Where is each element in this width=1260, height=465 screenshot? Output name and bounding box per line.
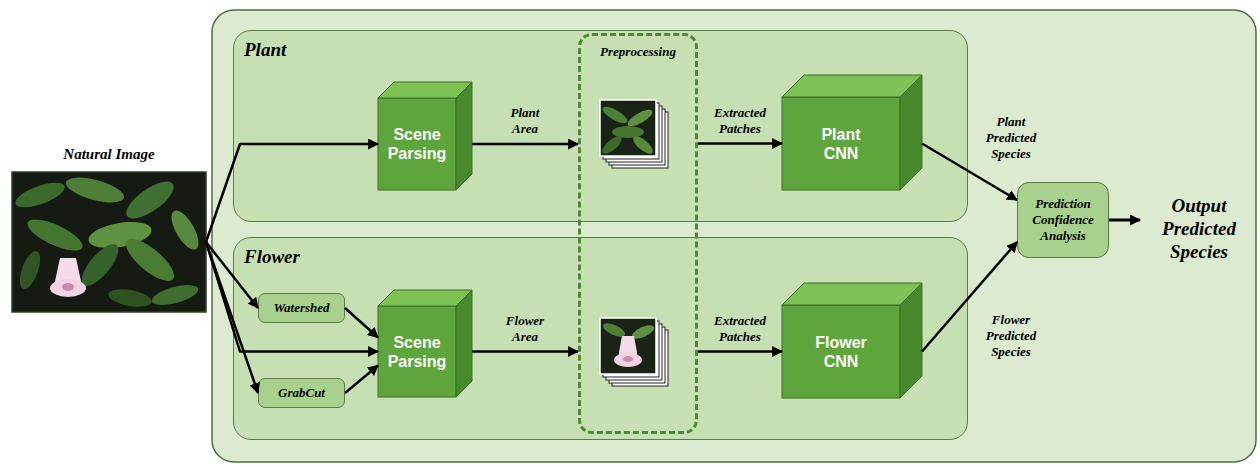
image-node: Natural Image <box>12 145 206 313</box>
svg-ellipse <box>166 206 204 253</box>
svg-ellipse <box>62 283 74 291</box>
svg-ellipse <box>150 281 201 309</box>
cube-label: Plant CNN <box>806 125 876 163</box>
process-cube: Plant CNN <box>782 75 922 190</box>
cube-face: Scene Parsing <box>378 306 456 397</box>
output-label: Output Predicted Species <box>1146 194 1252 263</box>
edge-label-holder: Plant Predicted Species <box>974 114 1048 162</box>
edge-label: Plant Predicted Species <box>974 114 1048 162</box>
connector-arrow <box>698 350 782 353</box>
edge-label: Flower Predicted Species <box>974 312 1048 360</box>
process-cube: Scene Parsing <box>378 82 472 190</box>
svg-ellipse <box>600 133 625 156</box>
cube-front <box>378 306 456 397</box>
edge-label: Extracted Patches <box>702 313 778 345</box>
edge-label: Plant Area <box>497 105 553 137</box>
edge-label: Flower Area <box>497 313 553 345</box>
edge-label-holder: Flower Predicted Species <box>974 312 1048 360</box>
process-box: Prediction Confidence Analysis <box>1017 182 1109 258</box>
cube-side <box>456 290 472 397</box>
cube-label: Scene Parsing <box>378 333 456 371</box>
output-label-holder: Output Predicted Species <box>1146 194 1252 263</box>
box-label: GrabCut <box>278 385 325 401</box>
cube-face: Flower CNN <box>782 305 900 398</box>
cube-side <box>456 82 472 190</box>
svg-ellipse <box>600 104 629 127</box>
box-label: Prediction Confidence Analysis <box>1023 196 1103 244</box>
svg-ellipse <box>631 133 656 156</box>
svg-ellipse <box>16 248 45 291</box>
cube-side <box>900 75 922 190</box>
process-cube: Scene Parsing <box>378 290 472 397</box>
process-cube: Flower CNN <box>782 283 922 398</box>
flower-patch-stack <box>600 318 668 386</box>
cube-face: Scene Parsing <box>378 98 456 190</box>
panel-heading: Plant <box>244 39 286 61</box>
outer-frame <box>212 10 1256 462</box>
cube-side <box>900 283 922 398</box>
edge-label: Extracted Patches <box>702 105 778 137</box>
svg-ellipse <box>623 356 633 362</box>
panel-heading: Flower <box>244 246 300 268</box>
cube-front <box>378 98 456 190</box>
svg-ellipse <box>121 175 179 225</box>
edge-label-holder: Flower Area <box>497 313 553 345</box>
svg-ellipse <box>614 353 642 367</box>
cube-label: Scene Parsing <box>378 125 456 163</box>
svg-ellipse <box>12 178 67 213</box>
image-heading: Natural Image <box>12 145 206 163</box>
svg-ellipse <box>120 232 180 287</box>
edge-label-holder: Plant Area <box>497 105 553 137</box>
connector-arrow <box>698 142 782 145</box>
svg-ellipse <box>50 279 86 297</box>
cube-front <box>782 97 900 190</box>
edge-label-holder: Extracted Patches <box>702 313 778 345</box>
connector-arrow <box>206 242 258 393</box>
connector-arrow <box>206 242 378 352</box>
svg-ellipse <box>24 213 87 256</box>
output-arrow <box>1109 219 1140 222</box>
svg-rect <box>600 318 656 374</box>
cube-front <box>782 305 900 398</box>
region-heading-holder: Preprocessing <box>581 42 695 60</box>
connector-arrow <box>472 143 578 146</box>
panel-heading-holder: Flower <box>244 246 300 268</box>
connector-arrow <box>472 350 578 353</box>
svg-ellipse <box>625 107 654 130</box>
process-box: Watershed <box>258 293 345 323</box>
connector-arrow <box>206 144 378 242</box>
cube-top <box>782 75 922 97</box>
connector-arrow <box>206 242 258 308</box>
svg-rect <box>600 100 656 156</box>
process-box: GrabCut <box>258 378 345 408</box>
plant-patch-stack <box>600 100 668 168</box>
connector-arrow <box>345 366 378 394</box>
panel-heading-holder: Plant <box>244 39 286 61</box>
svg-ellipse <box>107 286 153 309</box>
svg-ellipse <box>612 126 644 138</box>
cube-label: Flower CNN <box>806 333 876 371</box>
natural-image-photo <box>12 172 206 312</box>
edge-label-holder: Extracted Patches <box>702 105 778 137</box>
svg-rect <box>12 172 206 312</box>
connector-arrow <box>345 308 378 338</box>
cube-top <box>782 283 922 305</box>
box-label: Watershed <box>273 300 329 316</box>
svg-ellipse <box>63 173 126 208</box>
cube-face: Plant CNN <box>782 97 900 190</box>
region-heading: Preprocessing <box>600 44 676 60</box>
